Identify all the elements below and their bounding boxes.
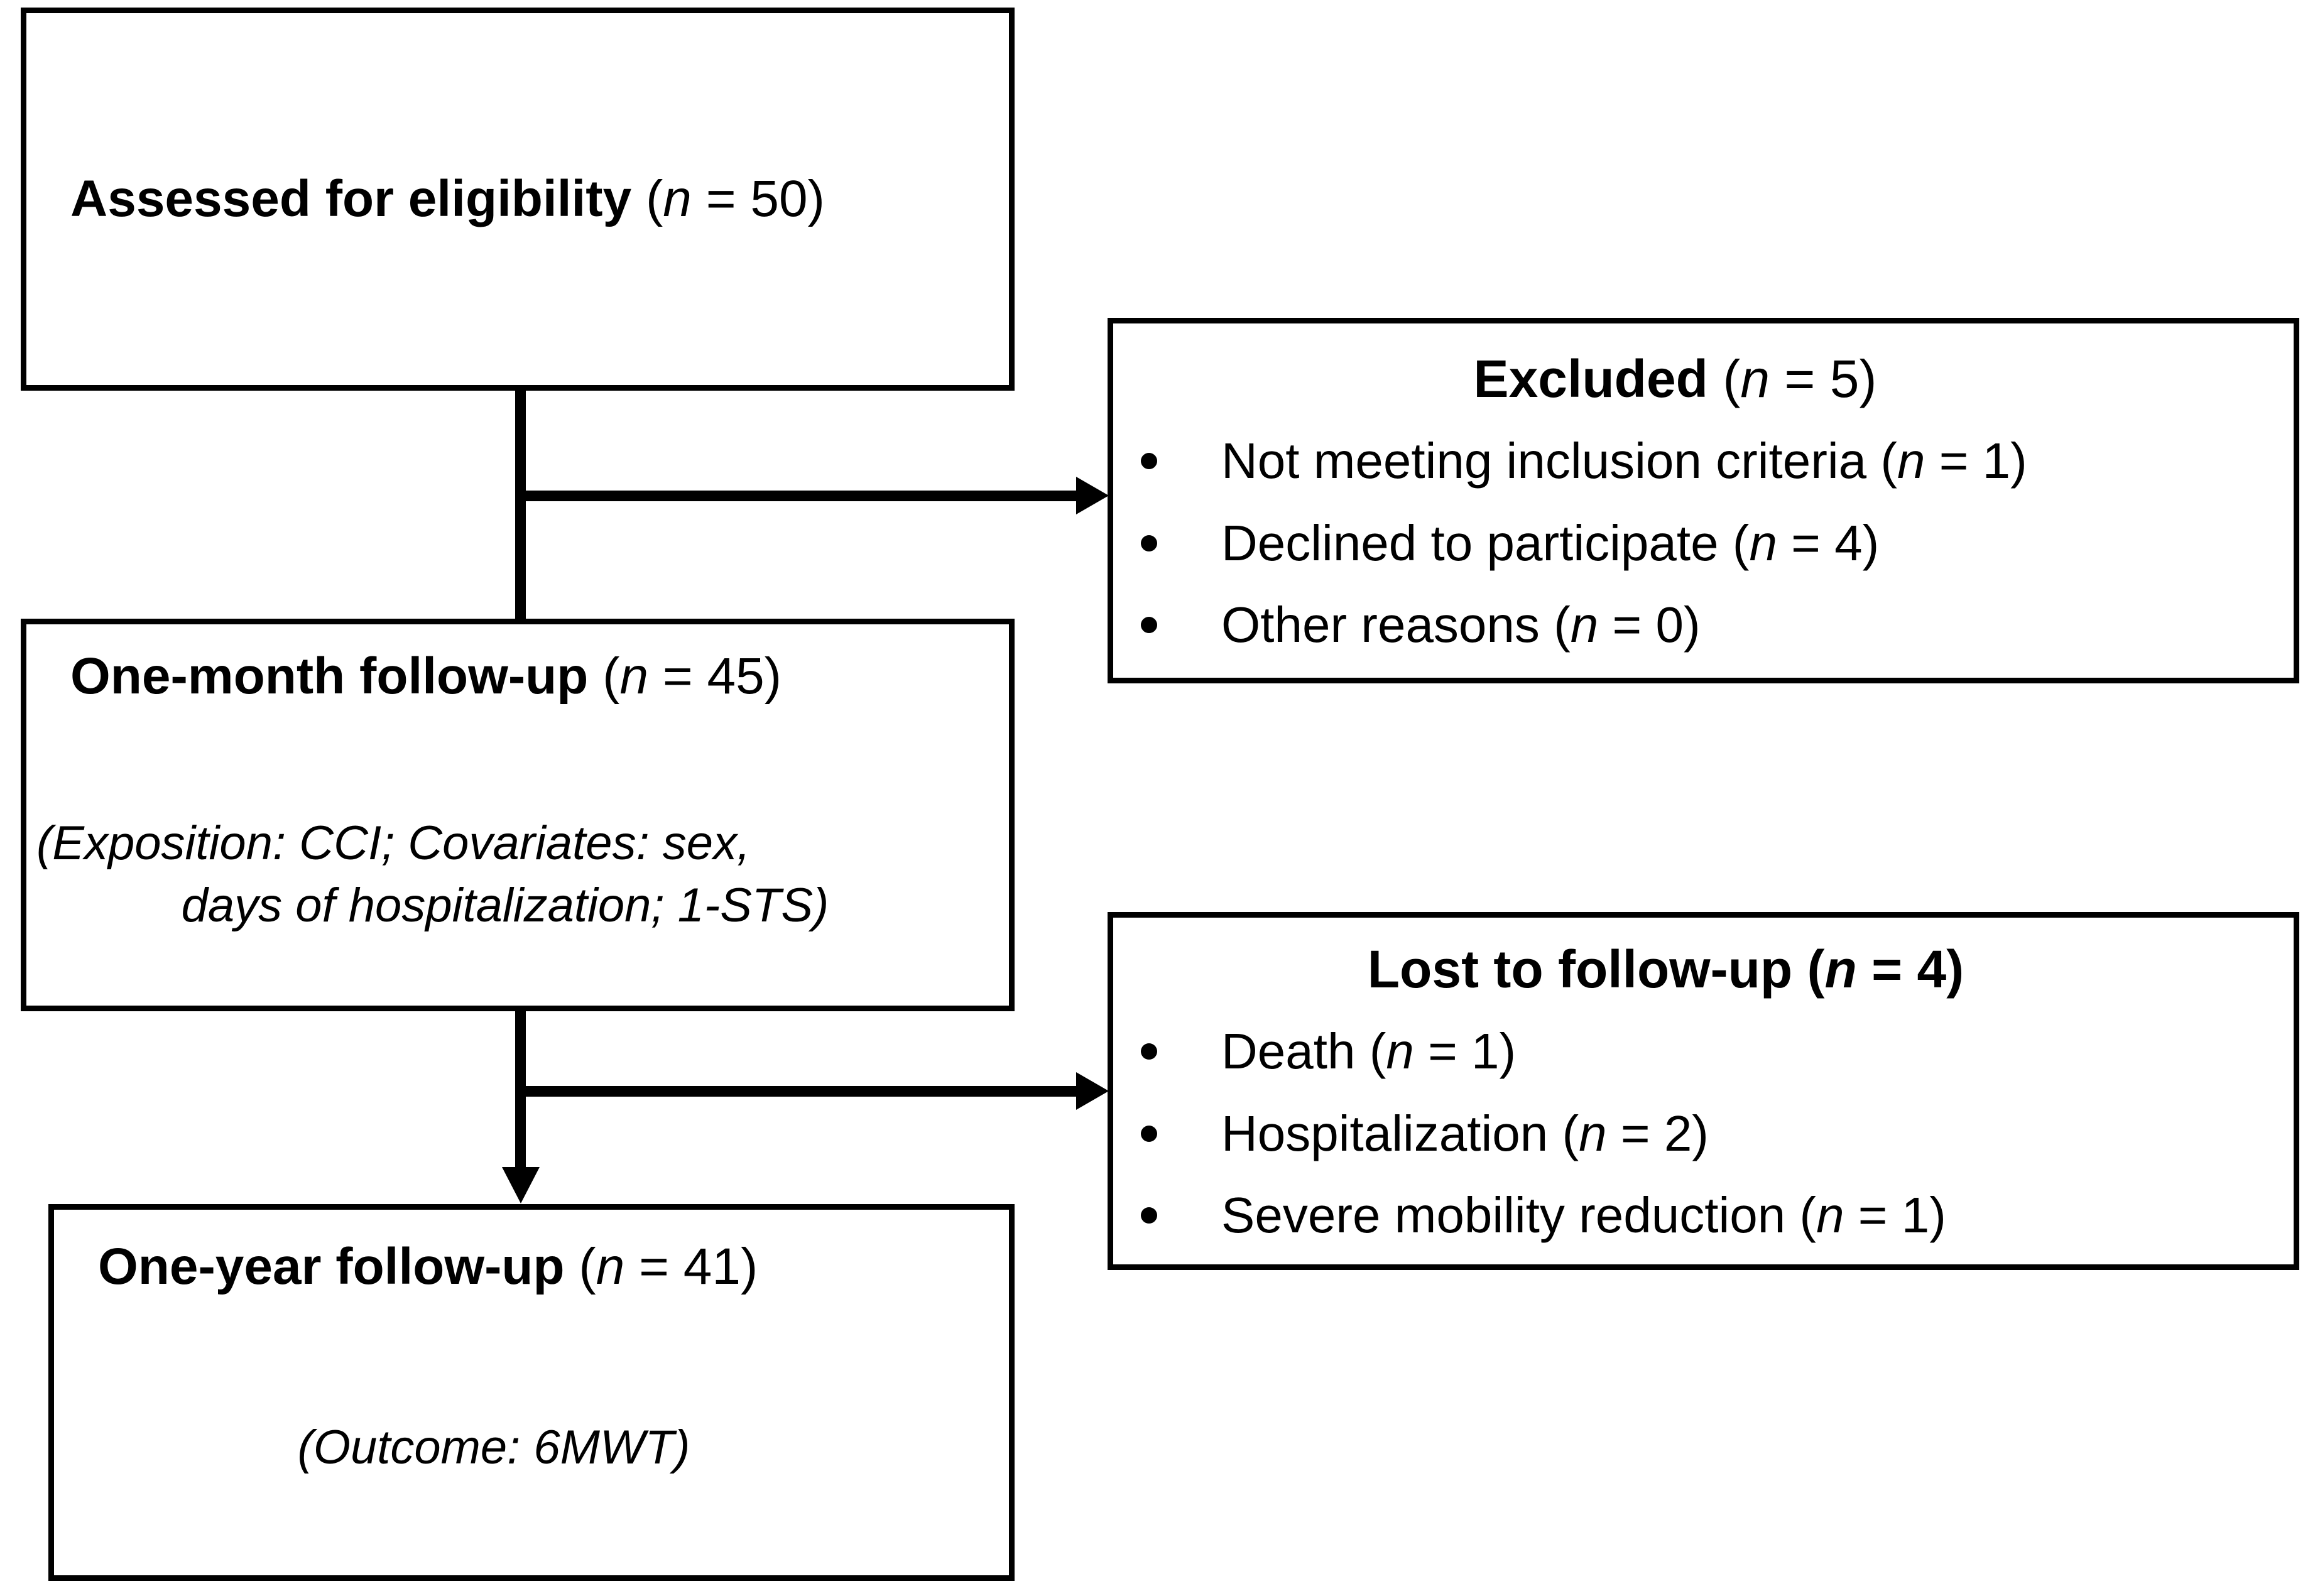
list-item: Declined to participate (n = 4) bbox=[1113, 516, 2237, 570]
excluded-item-1-n-value: = 4) bbox=[1777, 514, 1880, 571]
one-year-subtitle: (Outcome: 6MWT) bbox=[297, 1421, 690, 1474]
lost-item-0-text: Death ( bbox=[1221, 1023, 1386, 1080]
one-month-title: One-month follow-up (n = 45) bbox=[70, 649, 1009, 704]
list-item: Severe mobility reduction (n = 1) bbox=[1113, 1188, 2218, 1242]
box-one-month-follow-up: One-month follow-up (n = 45) (Exposition… bbox=[21, 619, 1015, 1011]
excluded-item-2-text: Other reasons ( bbox=[1221, 596, 1571, 653]
excluded-item-2-n-value: = 0) bbox=[1598, 596, 1701, 653]
bullet-icon bbox=[1141, 1207, 1157, 1224]
excluded-item-0-n-value: = 1) bbox=[1925, 433, 2027, 489]
lost-n-value: = 4) bbox=[1856, 940, 1964, 999]
bullet-icon bbox=[1141, 1043, 1157, 1060]
assessed-n-symbol: n bbox=[663, 170, 692, 227]
list-item: Not meeting inclusion criteria (n = 1) bbox=[1113, 433, 2237, 489]
lost-n-symbol: n bbox=[1824, 940, 1857, 999]
one-month-paren-open: ( bbox=[588, 648, 620, 705]
excluded-n-value: = 5) bbox=[1770, 349, 1877, 408]
assessed-title-bold: Assessed for eligibility bbox=[70, 170, 632, 227]
lost-item-1-n-value: = 2) bbox=[1606, 1105, 1709, 1161]
bullet-icon bbox=[1141, 617, 1157, 634]
one-month-subtitle-line1: (Exposition: CCI; Covariates: sex, bbox=[36, 817, 751, 870]
bullet-icon bbox=[1141, 1125, 1157, 1142]
excluded-heading: Excluded (n = 5) bbox=[1113, 351, 2237, 406]
lost-item-1-n-symbol: n bbox=[1579, 1105, 1607, 1161]
bullet-icon bbox=[1141, 453, 1157, 470]
excluded-item-1-n-symbol: n bbox=[1749, 514, 1777, 571]
excluded-paren-open: ( bbox=[1708, 349, 1741, 408]
one-year-n-symbol: n bbox=[596, 1238, 625, 1295]
lost-item-2-n-symbol: n bbox=[1816, 1186, 1844, 1243]
excluded-n-symbol: n bbox=[1740, 349, 1770, 408]
excluded-reason-list: Not meeting inclusion criteria (n = 1) D… bbox=[1113, 433, 2237, 653]
connector-assessed-to-one-month bbox=[515, 389, 526, 621]
lost-heading-bold: Lost to follow-up ( bbox=[1367, 940, 1825, 999]
box-assessed-for-eligibility: Assessed for eligibility (n = 50) bbox=[21, 8, 1015, 391]
lost-item-0-n-symbol: n bbox=[1386, 1023, 1414, 1080]
box-lost-to-follow-up: Lost to follow-up (n = 4) Death (n = 1) … bbox=[1108, 912, 2299, 1270]
one-year-paren-open: ( bbox=[564, 1238, 596, 1295]
bullet-icon bbox=[1141, 535, 1157, 551]
lost-item-2-text: Severe mobility reduction ( bbox=[1221, 1186, 1817, 1243]
one-month-n-value: = 45) bbox=[648, 648, 782, 705]
excluded-item-0-n-symbol: n bbox=[1897, 433, 1925, 489]
one-year-title: One-year follow-up (n = 41) bbox=[98, 1238, 1009, 1295]
one-month-n-symbol: n bbox=[619, 648, 649, 705]
arrowhead-to-lost-icon bbox=[1076, 1072, 1109, 1110]
excluded-heading-bold: Excluded bbox=[1473, 349, 1708, 408]
one-year-title-bold: One-year follow-up bbox=[98, 1238, 565, 1295]
lost-item-0-n-value: = 1) bbox=[1413, 1023, 1517, 1080]
lost-heading: Lost to follow-up (n = 4) bbox=[1113, 942, 2218, 997]
connector-to-excluded bbox=[515, 491, 1084, 501]
lost-item-1-text: Hospitalization ( bbox=[1221, 1105, 1579, 1161]
assessed-paren-open: ( bbox=[631, 170, 663, 227]
list-item: Death (n = 1) bbox=[1113, 1024, 2218, 1078]
one-year-n-value: = 41) bbox=[624, 1238, 758, 1295]
box-excluded: Excluded (n = 5) Not meeting inclusion c… bbox=[1108, 318, 2299, 683]
connector-to-lost bbox=[515, 1086, 1084, 1097]
arrowhead-to-one-year-icon bbox=[502, 1167, 540, 1203]
assessed-title: Assessed for eligibility (n = 50) bbox=[70, 170, 1009, 227]
assessed-n-value: = 50) bbox=[691, 170, 825, 227]
lost-item-2-n-value: = 1) bbox=[1844, 1186, 1946, 1243]
one-month-subtitle-line2: days of hospitalization; 1-STS) bbox=[181, 878, 829, 932]
box-one-year-follow-up: One-year follow-up (n = 41) (Outcome: 6M… bbox=[48, 1204, 1015, 1581]
excluded-item-2-n-symbol: n bbox=[1570, 596, 1599, 653]
arrowhead-to-excluded-icon bbox=[1076, 477, 1109, 514]
list-item: Other reasons (n = 0) bbox=[1113, 596, 2237, 653]
list-item: Hospitalization (n = 2) bbox=[1113, 1105, 2218, 1161]
excluded-item-1-text: Declined to participate ( bbox=[1221, 514, 1750, 571]
excluded-item-0-text: Not meeting inclusion criteria ( bbox=[1221, 433, 1897, 489]
lost-reason-list: Death (n = 1) Hospitalization (n = 2) Se… bbox=[1113, 1024, 2218, 1242]
one-month-title-bold: One-month follow-up bbox=[70, 648, 589, 705]
